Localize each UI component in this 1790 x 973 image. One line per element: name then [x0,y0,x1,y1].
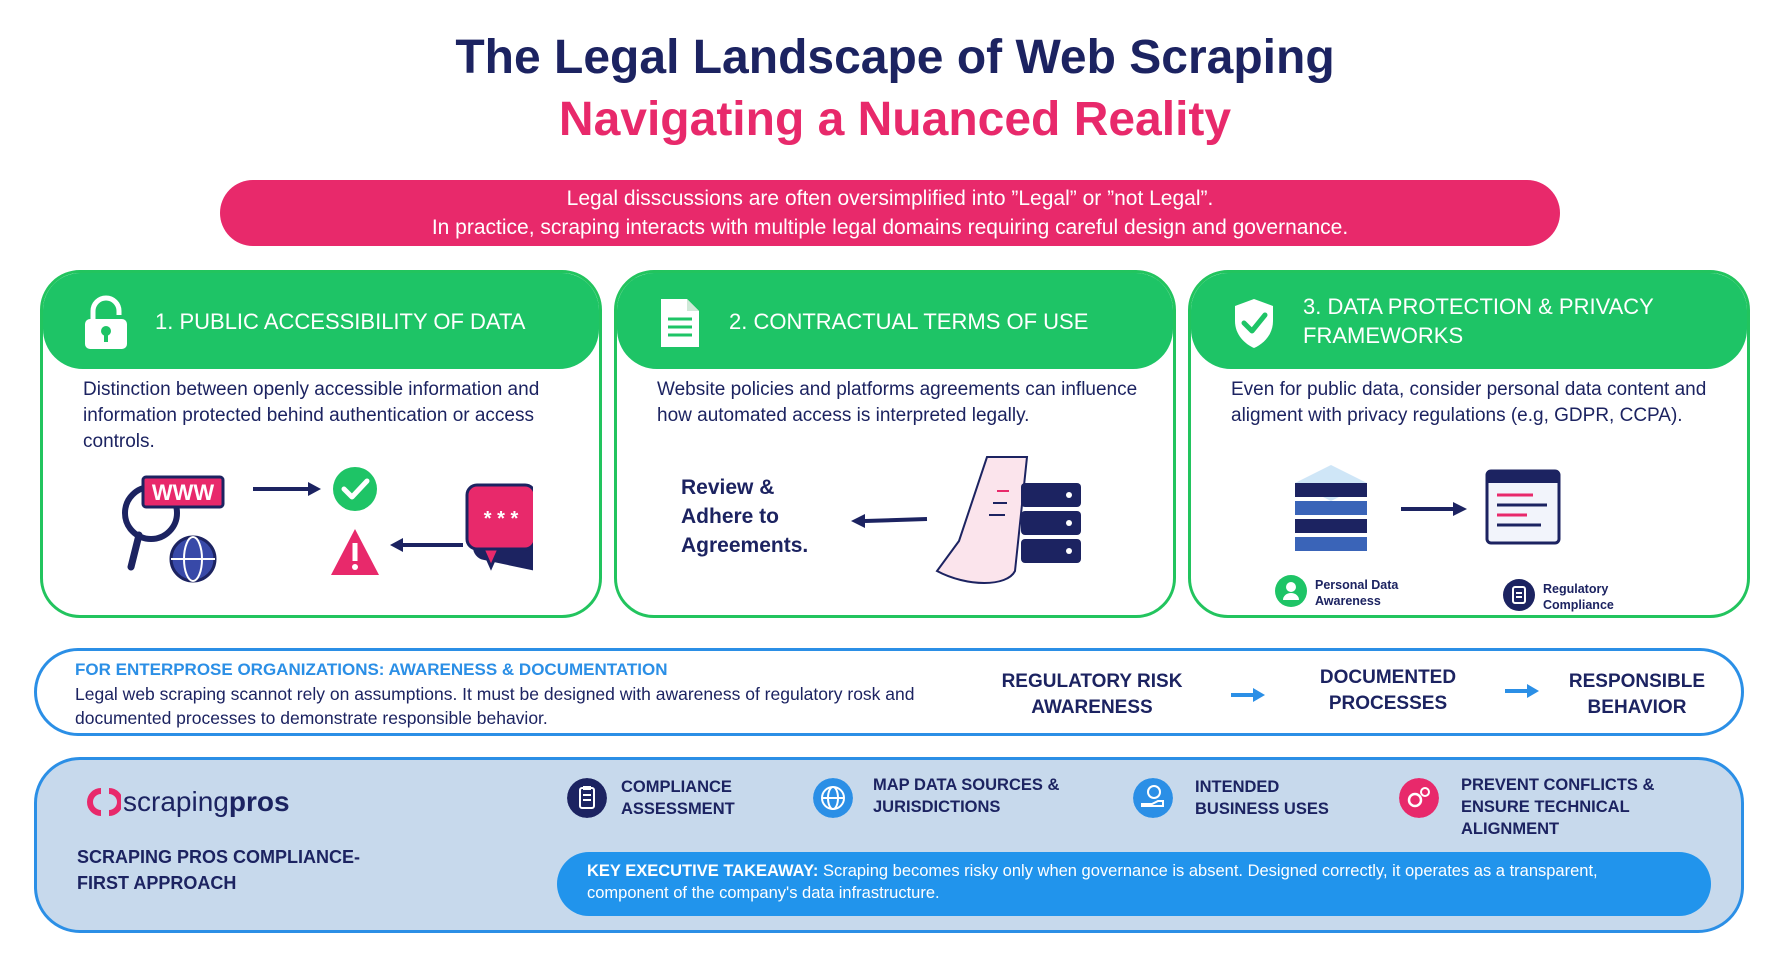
lock-icon [85,295,127,349]
card-description: Distinction between openly accessible in… [83,379,540,452]
approach-line-1: SCRAPING PROS COMPLIANCE- [77,847,361,867]
flow-arrow-icon [1505,684,1539,698]
feature-line: ASSESSMENT [621,800,735,818]
clipboard-badge-icon [1503,579,1535,615]
warning-icon [331,529,379,575]
banner-line-1: Legal disscussions are often oversimplif… [566,187,1214,210]
personal-data-label: Personal Data Awareness [1315,577,1398,609]
arrow-left-icon [390,538,463,552]
card-heading: 2. CONTRACTUAL TERMS OF USE [729,308,1089,334]
review-callout: Review & Adhere to Agreements. [681,473,808,560]
flow-step-processes: DOCUMENTED PROCESSES [1293,665,1483,717]
label-line-1: Regulatory [1543,582,1609,596]
key-takeaway: KEY EXECUTIVE TAKEAWAY: Scraping becomes… [557,852,1711,916]
label-line-1: Personal Data [1315,578,1399,592]
card-contractual-terms: 2. CONTRACTUAL TERMS OF USE Website poli… [614,270,1176,618]
approach-title: SCRAPING PROS COMPLIANCE- FIRST APPROACH [77,844,360,896]
feature-compliance-assessment: COMPLIANCE ASSESSMENT [621,776,735,820]
regulatory-compliance-label: Regulatory Compliance [1543,581,1614,613]
card-heading: 1. PUBLIC ACCESSIBILITY OF DATA [155,308,526,334]
www-label: WWW [152,480,215,505]
callout-line-1: Review & [681,476,775,499]
card-description: Even for public data, consider personal … [1231,379,1707,426]
check-circle-icon [333,467,377,511]
password-chat-icon: * * * [465,483,533,571]
scrapingpros-logo-icon [87,788,121,816]
enterprise-heading: FOR ENTERPROSE ORGANIZATIONS: AWARENESS … [75,660,668,679]
arrow-right-icon [253,482,321,496]
flow-arrow-icon [1231,688,1265,702]
feature-line: ENSURE TECHNICAL [1461,798,1630,816]
agreement-illustration [851,456,1081,584]
feature-line: MAP DATA SOURCES & [873,776,1060,794]
flow-line-1: REGULATORY RISK [1001,671,1183,692]
card-description: Website policies and platforms agreement… [657,379,1138,426]
page-subtitle: Navigating a Nuanced Reality [558,93,1232,146]
label-line-2: Compliance [1543,598,1614,612]
flow-line-1: DOCUMENTED [1319,667,1457,688]
contract-scroll-icon [935,456,1029,584]
flow-step-risk: REGULATORY RISK AWARENESS [997,669,1187,721]
approach-line-2: FIRST APPROACH [77,873,237,893]
gears-icon [1399,778,1439,818]
feature-line: JURISDICTIONS [873,798,1001,816]
feature-line: INTENDED [1195,778,1280,796]
feature-line: PREVENT CONFLICTS & [1461,776,1655,794]
flow-step-behavior: RESPONSIBLE BEHAVIOR [1557,669,1717,721]
flow-line-2: AWARENESS [1031,697,1153,718]
database-icon [1295,465,1367,551]
server-stack-icon [1021,483,1081,563]
globe-icon [813,778,853,818]
card-data-protection: 3. DATA PROTECTION & PRIVACY FRAMEWORKS … [1188,270,1750,618]
card-public-accessibility: 1. PUBLIC ACCESSIBILITY OF DATA Distinct… [40,270,602,618]
intro-banner: Legal disscussions are often oversimplif… [220,180,1560,246]
card-header: 2. CONTRACTUAL TERMS OF USE [617,273,1173,369]
money-hand-icon [1133,778,1173,818]
feature-prevent-conflicts: PREVENT CONFLICTS & ENSURE TECHNICAL ALI… [1461,774,1654,840]
document-icon [661,299,699,347]
enterprise-section: FOR ENTERPROSE ORGANIZATIONS: AWARENESS … [34,648,1744,736]
enterprise-text: Legal web scraping scannot rely on assum… [75,684,915,728]
brand-name-bold: pros [228,786,290,817]
card-header: 3. DATA PROTECTION & PRIVACY FRAMEWORKS [1191,273,1747,369]
callout-line-3: Agreements. [681,534,809,557]
clipboard-icon [567,778,607,818]
privacy-illustration [1295,465,1561,551]
access-illustration: WWW * * * [122,467,533,583]
flow-line-1: RESPONSIBLE [1568,671,1706,692]
password-label: * * * [484,508,519,530]
code-window-icon [1485,469,1561,545]
person-badge-icon [1275,575,1307,612]
card-heading: 3. DATA PROTECTION & PRIVACY FRAMEWORKS [1303,294,1654,348]
banner-line-2: In practice, scraping interacts with mul… [431,216,1349,239]
callout-line-2: Adhere to [681,505,780,528]
takeaway-text: Scraping becomes risky only when governa… [587,862,1598,902]
brand-name-light: scraping [123,786,229,817]
flow-line-2: BEHAVIOR [1587,697,1687,718]
arrow-left-icon [851,514,928,528]
feature-map-data-sources: MAP DATA SOURCES & JURISDICTIONS [873,774,1059,818]
feature-business-uses: INTENDED BUSINESS USES [1195,776,1329,820]
feature-line: BUSINESS USES [1195,800,1329,818]
card-header: 1. PUBLIC ACCESSIBILITY OF DATA [43,273,599,369]
globe-icon [169,535,217,583]
takeaway-label: KEY EXECUTIVE TAKEAWAY: [587,862,819,880]
arrow-right-icon [1401,502,1467,516]
page-title: The Legal Landscape of Web Scraping [455,31,1335,84]
feature-line: ALIGNMENT [1461,820,1560,838]
label-line-2: Awareness [1315,594,1381,608]
shield-check-icon [1235,299,1273,348]
flow-line-2: PROCESSES [1328,693,1448,714]
feature-line: COMPLIANCE [621,778,732,796]
